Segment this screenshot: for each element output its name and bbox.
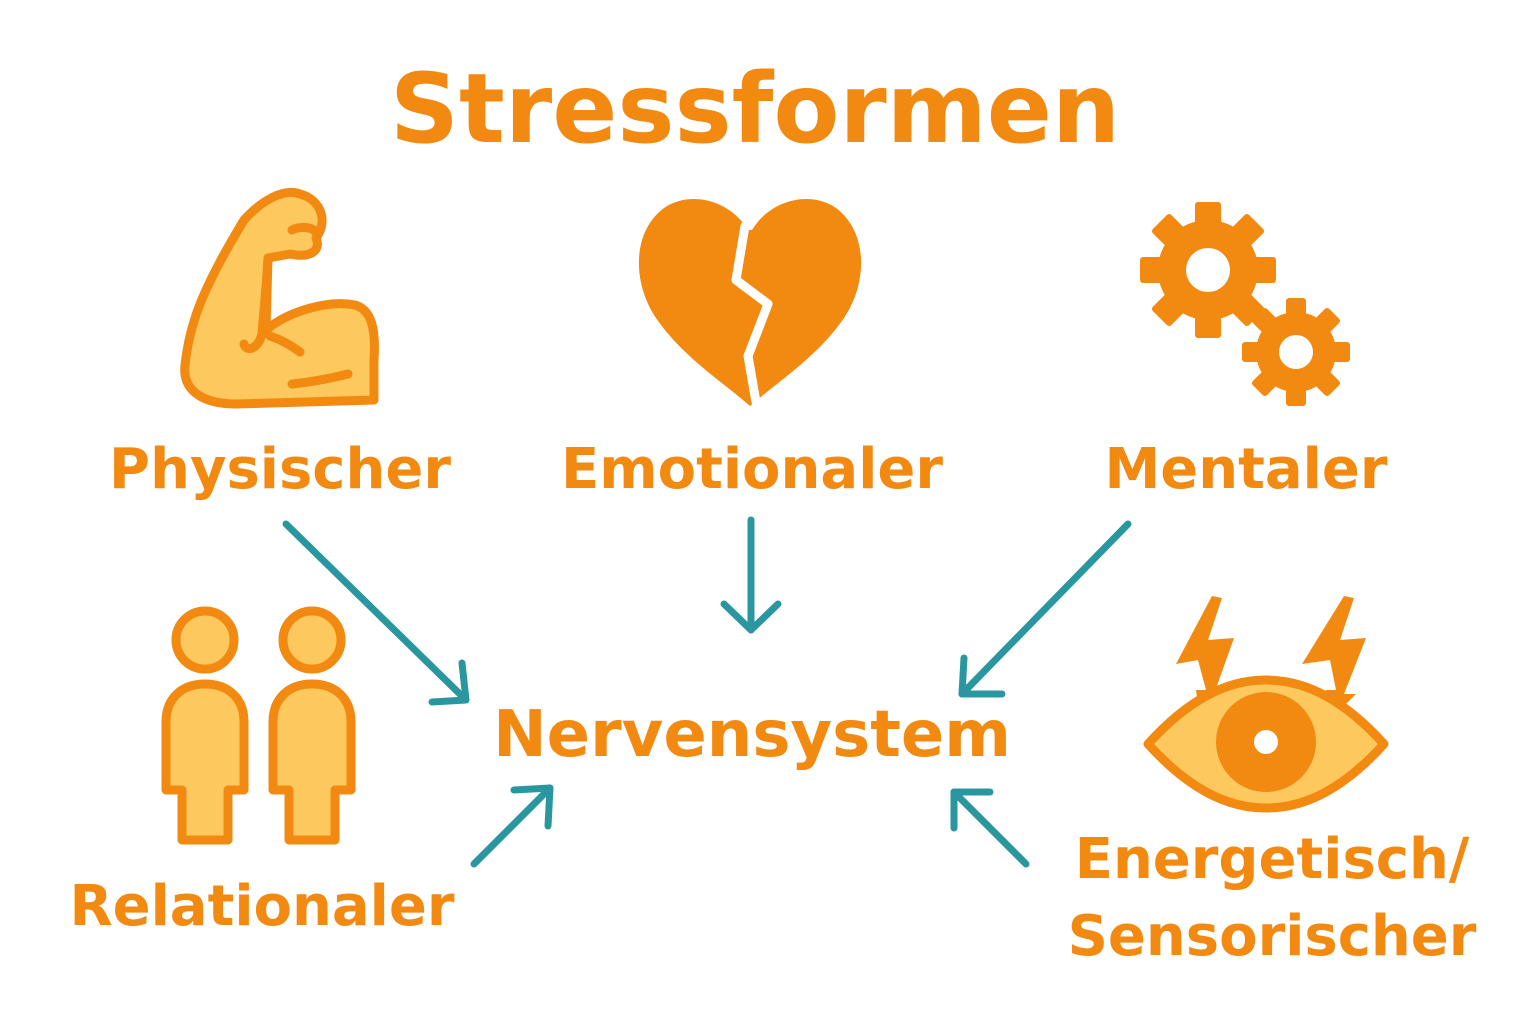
flexed-biceps-icon [180,188,379,409]
broken-heart-icon [638,199,862,407]
diagram-title: Stressformen [390,53,1120,165]
eye-lightning-icon [1143,596,1389,813]
label-emotional: Emotionaler [561,437,943,502]
lightning-right-icon [1302,596,1366,720]
person-left-icon [161,606,249,845]
label-energetic-line2: Sensorischer [1068,904,1477,969]
gears-icon [1140,202,1350,406]
label-physical: Physischer [109,437,451,502]
lightning-left-icon [1176,596,1234,720]
arrow-physical-to-center [282,520,470,706]
label-mental: Mentaler [1105,437,1388,502]
label-energetic-line1: Energetisch/ [1075,827,1470,892]
label-relational: Relationaler [70,874,455,939]
arrow-emotional-to-center [720,516,782,634]
arrow-relational-to-center [470,784,554,868]
person-right-icon [268,606,356,845]
center-label: Nervensystem [493,698,1011,772]
arrow-energetic-to-center [950,788,1030,868]
two-people-icon [161,606,356,845]
arrow-mental-to-center [958,520,1132,698]
